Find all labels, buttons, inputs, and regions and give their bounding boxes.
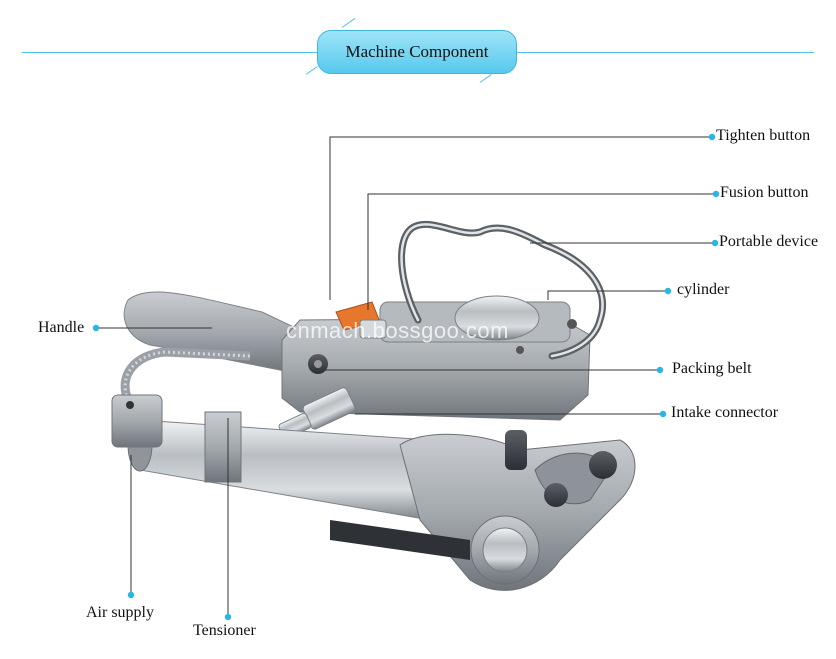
label-fusion-button: Fusion button — [720, 184, 809, 201]
label-air-supply: Air supply — [86, 604, 154, 621]
header-rule-left — [22, 52, 318, 53]
dot-cylinder — [664, 287, 672, 295]
header-rule-right — [517, 52, 814, 53]
dot-air — [127, 591, 135, 599]
leader-tighten — [329, 136, 711, 300]
label-cylinder: cylinder — [677, 281, 730, 298]
handle-grip — [123, 291, 301, 373]
dot-handle — [92, 324, 100, 332]
page-title: Machine Component — [317, 30, 517, 74]
leader-fusion — [367, 193, 716, 310]
leader-cylinder — [547, 290, 668, 300]
cylinder-dome — [454, 295, 540, 341]
label-packing-belt: Packing belt — [672, 360, 752, 377]
watermark-text: cnmach.bossgoo.com — [286, 318, 509, 343]
label-portable-device: Portable device — [719, 233, 819, 250]
dot-tensioner — [224, 613, 232, 621]
dot-packing — [656, 366, 664, 374]
label-tensioner: Tensioner — [193, 622, 256, 639]
label-intake-connector: Intake connector — [671, 404, 779, 421]
dot-portable — [711, 239, 719, 247]
dot-tighten — [708, 133, 716, 141]
label-handle: Handle — [38, 319, 85, 336]
dot-fusion — [712, 190, 720, 198]
label-tighten-button: Tighten button — [716, 127, 811, 144]
dot-intake — [659, 410, 667, 418]
